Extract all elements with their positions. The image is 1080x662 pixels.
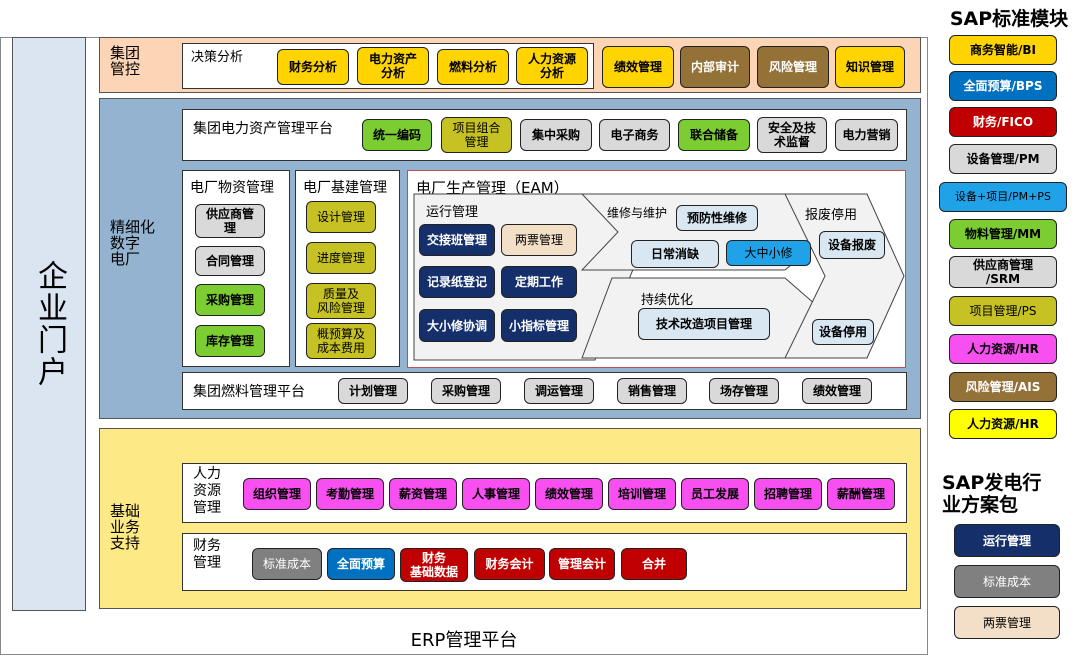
training-management-tag[interactable]: 培训管理	[608, 478, 676, 510]
quality-risk-tag[interactable]: 质量及 风险管理	[306, 283, 376, 319]
safety-supervision-tag[interactable]: 安全及技 术监督	[757, 117, 827, 153]
legend-item[interactable]: 设备管理/PM	[949, 144, 1057, 174]
personnel-management-tag[interactable]: 人事管理	[462, 478, 530, 510]
fuel-purchase-tag[interactable]: 采购管理	[431, 378, 501, 404]
central-procurement-tag[interactable]: 集中采购	[520, 119, 592, 151]
two-tickets-tag[interactable]: 两票管理	[501, 224, 577, 256]
legend-item[interactable]: 商务智能/BI	[949, 35, 1057, 65]
fuel-analysis-tag[interactable]: 燃料分析	[437, 49, 509, 85]
sap-standard-title: SAP标准模块	[949, 8, 1069, 30]
power-asset-analysis-tag[interactable]: 电力资产 分析	[357, 47, 429, 85]
fuel-plan-tag[interactable]: 计划管理	[338, 378, 408, 404]
shift-handover-tag[interactable]: 交接班管理	[419, 224, 495, 256]
enterprise-portal[interactable]: 企业门户	[12, 37, 86, 611]
group-performance-tag[interactable]: 绩效管理	[602, 46, 674, 88]
management-accounting-tag[interactable]: 管理会计	[549, 548, 615, 580]
periodic-work-tag[interactable]: 定期工作	[501, 266, 577, 298]
maint-title: 维修与维护	[607, 206, 668, 220]
legend-standard-cost[interactable]: 标准成本	[954, 565, 1060, 598]
construction-title: 电厂基建管理	[303, 180, 387, 196]
small-indicator-tag[interactable]: 小指标管理	[501, 309, 577, 342]
knowledge-management-tag[interactable]: 知识管理	[835, 46, 905, 88]
recruitment-management-tag[interactable]: 招聘管理	[754, 478, 822, 510]
standard-cost-tag[interactable]: 标准成本	[252, 548, 322, 580]
material-title: 电厂物资管理	[190, 180, 274, 196]
inventory-management-tag[interactable]: 库存管理	[195, 325, 265, 357]
eam-title: 电厂生产管理（EAM）	[416, 179, 569, 197]
legend-item[interactable]: 人力资源/HR	[949, 409, 1057, 439]
daily-defect-tag[interactable]: 日常消缺	[631, 240, 719, 268]
equipment-disable-tag[interactable]: 设备停用	[812, 319, 874, 345]
staff-development-tag[interactable]: 员工发展	[681, 478, 749, 510]
budget-cost-tag[interactable]: 概预算及 成本费用	[306, 323, 376, 359]
equipment-scrap-tag[interactable]: 设备报废	[819, 231, 885, 259]
improve-title: 持续优化	[641, 293, 694, 308]
internal-audit-tag[interactable]: 内部审计	[680, 46, 750, 88]
power-marketing-tag[interactable]: 电力营销	[835, 119, 898, 151]
asset-platform-title: 集团电力资产管理平台	[193, 121, 333, 137]
consolidation-tag[interactable]: 合并	[621, 548, 687, 580]
financial-accounting-tag[interactable]: 财务会计	[474, 548, 545, 580]
record-register-tag[interactable]: 记录纸登记	[419, 266, 495, 298]
finance-title: 财务 管理	[193, 538, 221, 571]
fuel-yard-tag[interactable]: 场存管理	[709, 378, 779, 404]
project-portfolio-tag[interactable]: 项目组合 管理	[441, 117, 512, 153]
legend-item[interactable]: 物料管理/MM	[949, 219, 1057, 249]
ops-title: 运行管理	[426, 205, 479, 220]
design-management-tag[interactable]: 设计管理	[306, 201, 376, 233]
hr-performance-tag[interactable]: 绩效管理	[535, 478, 603, 510]
compensation-management-tag[interactable]: 薪酬管理	[827, 478, 895, 510]
hr-analysis-tag[interactable]: 人力资源 分析	[516, 47, 588, 85]
section-digital-plant-label: 精细化 数字 电厂	[110, 218, 156, 268]
overhaul-tag[interactable]: 大中小修	[726, 240, 811, 266]
risk-management-tag[interactable]: 风险管理	[757, 46, 829, 88]
erp-platform-label: ERP管理平台	[410, 630, 518, 651]
legend-item[interactable]: 人力资源/HR	[949, 334, 1057, 364]
overhaul-coordination-tag[interactable]: 大小修协调	[419, 309, 495, 342]
preventive-maintenance-tag[interactable]: 预防性维修	[676, 205, 758, 231]
unified-coding-tag[interactable]: 统一编码	[362, 119, 432, 151]
joint-reserve-tag[interactable]: 联合储备	[678, 119, 750, 151]
decision-title: 决策分析	[191, 50, 244, 65]
finance-master-data-tag[interactable]: 财务 基础数据	[400, 548, 468, 582]
comprehensive-budget-tag[interactable]: 全面预算	[327, 548, 395, 580]
purchase-management-tag[interactable]: 采购管理	[195, 284, 265, 316]
finance-analysis-tag[interactable]: 财务分析	[277, 49, 349, 85]
payroll-management-tag[interactable]: 薪资管理	[389, 478, 457, 510]
hr-title: 人力 资源 管理	[193, 466, 221, 516]
supplier-management-tag[interactable]: 供应商管 理	[195, 204, 265, 238]
fuel-dispatch-tag[interactable]: 调运管理	[524, 378, 594, 404]
tech-renovation-tag[interactable]: 技术改造项目管理	[638, 308, 770, 340]
fuel-sales-tag[interactable]: 销售管理	[617, 378, 687, 404]
legend-item[interactable]: 设备+项目/PM+PS	[939, 182, 1067, 212]
section-group-control-label: 集团 管控	[110, 44, 141, 78]
legend-item[interactable]: 财务/FICO	[949, 107, 1057, 137]
portal-label: 企业门户	[32, 260, 67, 388]
legend-item[interactable]: 风险管理/AIS	[949, 372, 1057, 402]
contract-management-tag[interactable]: 合同管理	[195, 246, 265, 276]
legend-ops-management[interactable]: 运行管理	[954, 524, 1060, 557]
e-commerce-tag[interactable]: 电子商务	[599, 119, 670, 151]
fuel-performance-tag[interactable]: 绩效管理	[802, 378, 872, 404]
scrap-title: 报废停用	[805, 208, 858, 223]
schedule-management-tag[interactable]: 进度管理	[306, 242, 376, 274]
attendance-management-tag[interactable]: 考勤管理	[316, 478, 384, 510]
section-base-support-label: 基础 业务 支持	[110, 502, 141, 552]
legend-item[interactable]: 项目管理/PS	[949, 296, 1057, 326]
fuel-platform-title: 集团燃料管理平台	[193, 384, 305, 400]
legend-item[interactable]: 全面预算/BPS	[949, 71, 1057, 101]
legend-two-tickets[interactable]: 两票管理	[954, 606, 1060, 639]
industry-package-title: SAP发电行 业方案包	[942, 472, 1042, 516]
org-management-tag[interactable]: 组织管理	[243, 478, 311, 510]
legend-item[interactable]: 供应商管理 /SRM	[949, 256, 1057, 288]
